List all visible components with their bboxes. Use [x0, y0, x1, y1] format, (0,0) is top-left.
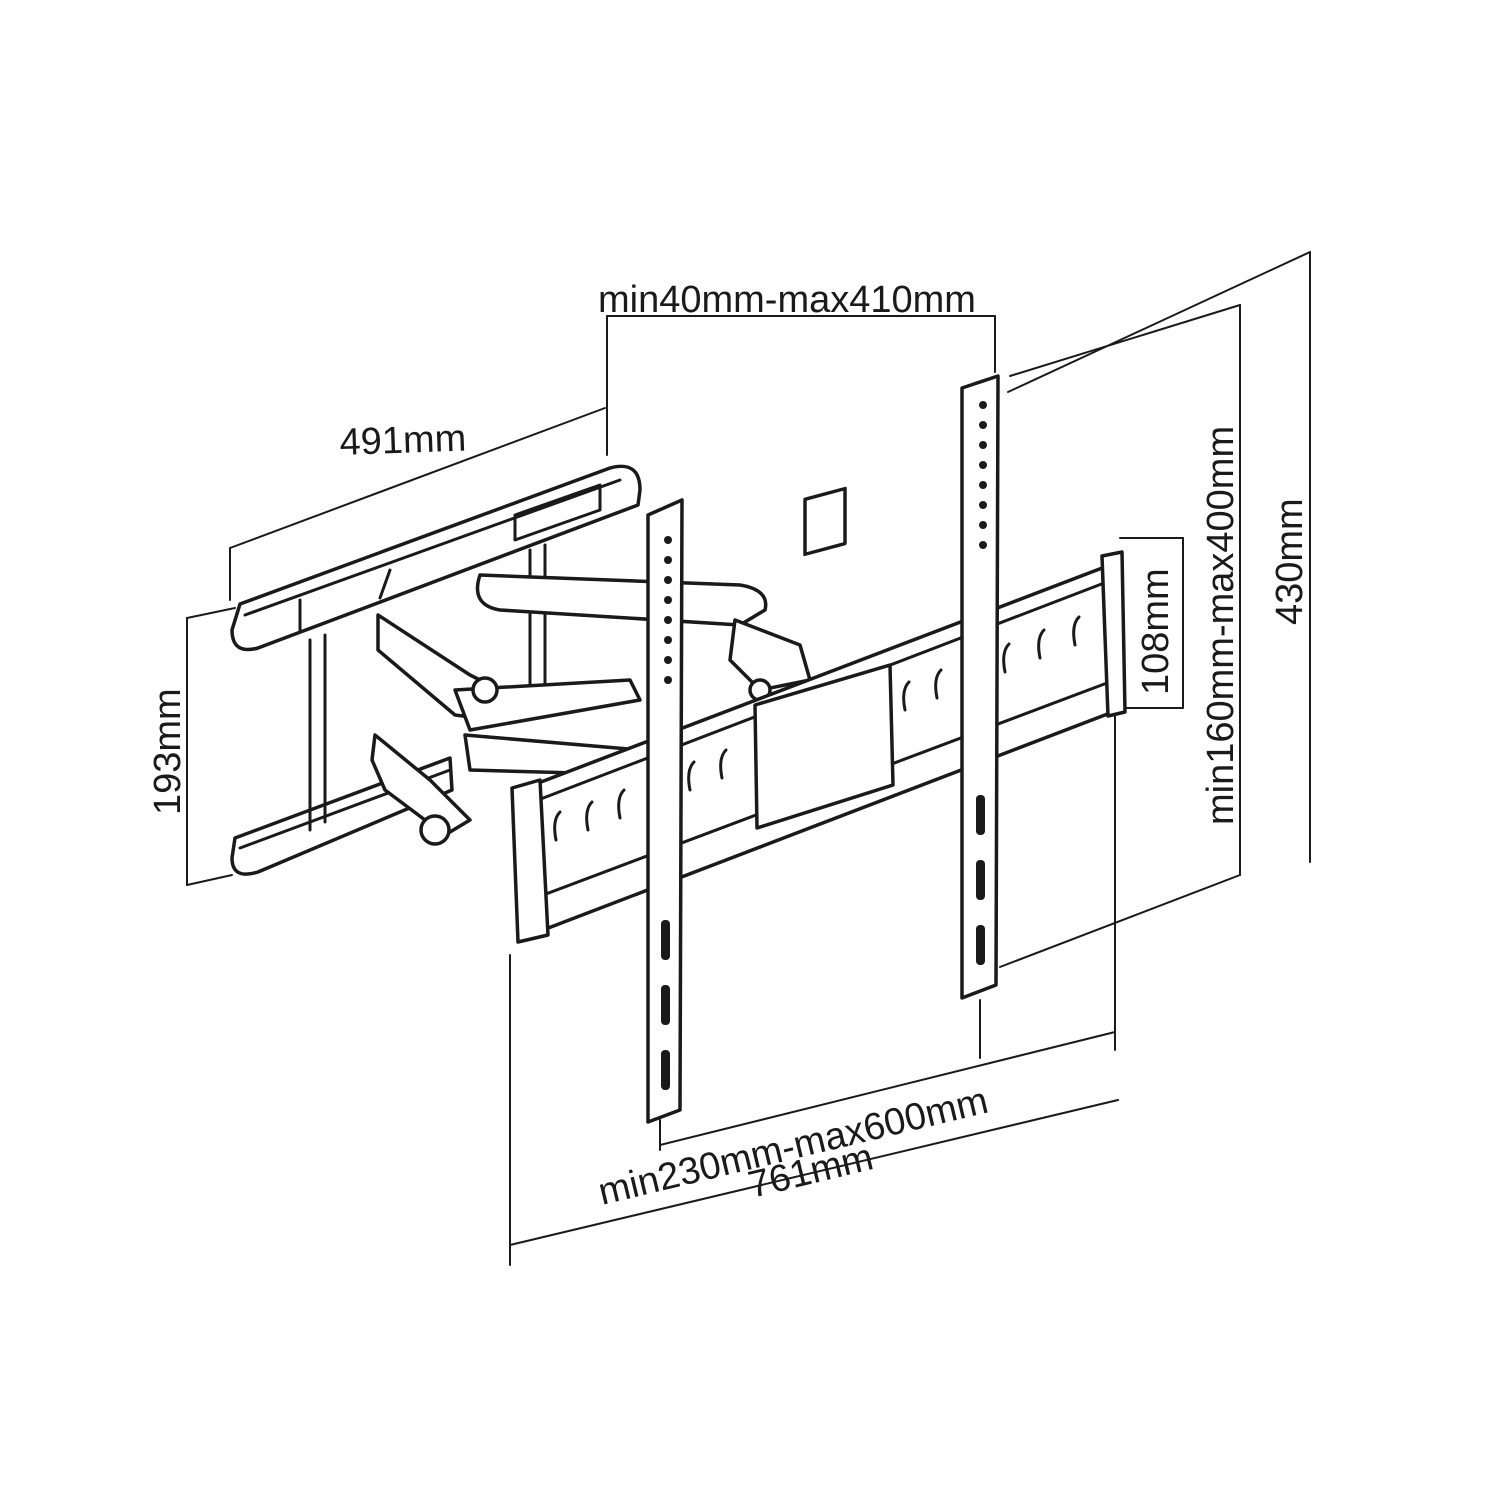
label-total-height: 430mm	[1269, 498, 1311, 625]
swing-arms	[370, 573, 812, 846]
horizontal-rail	[510, 486, 1127, 944]
dimension-lines	[186, 251, 1311, 1266]
label-arm-extension: min40mm-max410mm	[598, 279, 976, 321]
label-wall-plate-height: 193mm	[147, 688, 189, 815]
vesa-bracket-right	[960, 374, 1000, 1000]
label-vesa-vertical: min160mm-max400mm	[1200, 426, 1242, 825]
label-wall-plate-width: 491mm	[339, 418, 467, 464]
vesa-bracket-left	[646, 498, 684, 1124]
label-rail-height: 108mm	[1135, 568, 1177, 695]
